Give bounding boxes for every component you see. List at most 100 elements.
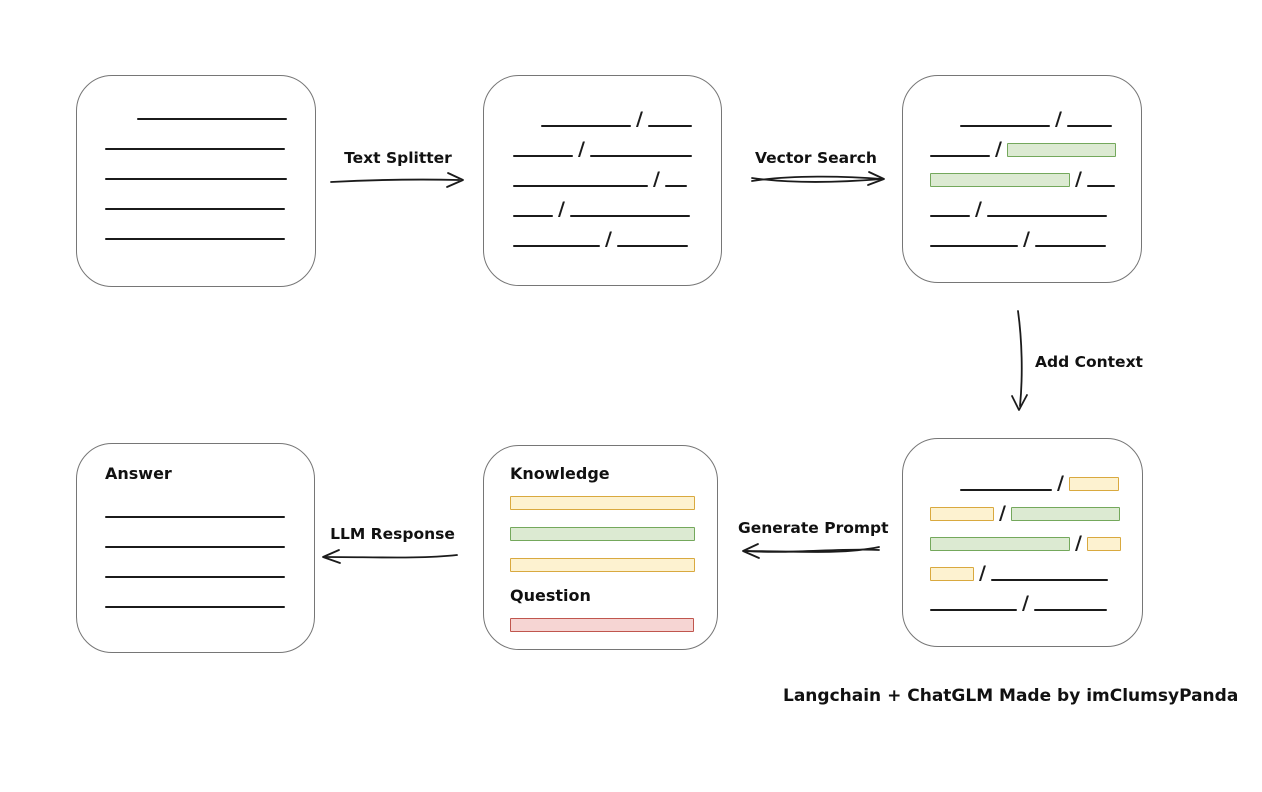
chunk-row <box>510 555 717 572</box>
text-line <box>930 155 990 157</box>
yellow-highlight-bar <box>1068 477 1119 491</box>
generate-prompt-arrow <box>742 543 880 559</box>
chunk-separator: / <box>999 502 1006 524</box>
chunk-separator: / <box>605 228 612 250</box>
text-line <box>569 215 690 217</box>
chunk-row <box>510 615 717 632</box>
text-line <box>541 125 631 127</box>
text-line <box>930 215 970 217</box>
answer-heading: Answer <box>105 464 172 483</box>
chunk-row <box>105 501 314 518</box>
split-text-box: / / / / / <box>483 75 722 286</box>
text-line <box>513 245 600 247</box>
text-line <box>105 546 285 548</box>
chunk-row <box>510 493 717 510</box>
text-line <box>105 238 285 240</box>
knowledge-bars <box>510 493 717 572</box>
text-line <box>960 489 1052 491</box>
chunk-row <box>105 561 314 578</box>
text-line <box>1086 185 1115 187</box>
context-chunk-rows: / / / / / <box>903 439 1142 613</box>
add-context-label: Add Context <box>1035 353 1143 371</box>
chunk-separator: / <box>979 562 986 584</box>
chunk-separator: / <box>975 198 982 220</box>
text-line <box>589 155 692 157</box>
text-line <box>105 208 285 210</box>
chunk-row: / <box>930 138 1141 160</box>
yellow-highlight-bar <box>1086 537 1121 551</box>
text-line <box>664 185 687 187</box>
chunk-row <box>105 591 314 608</box>
caption: Langchain + ChatGLM Made by imClumsyPand… <box>783 686 1239 706</box>
text-line <box>513 185 648 187</box>
vector-search-arrow <box>751 171 885 186</box>
context-chunks-box: / / / / / <box>902 438 1143 647</box>
chunk-separator: / <box>636 108 643 130</box>
chunk-row: / <box>513 168 721 190</box>
green-highlight-bar <box>930 173 1070 187</box>
text-line <box>960 125 1050 127</box>
chunk-separator: / <box>1057 472 1064 494</box>
llm-response-label: LLM Response <box>330 525 455 543</box>
chunk-row: / <box>513 138 721 160</box>
chunk-row: / <box>930 472 1142 494</box>
text-line <box>513 155 573 157</box>
green-highlight-bar <box>930 537 1070 551</box>
chunk-row: / <box>513 228 721 250</box>
chunk-row <box>105 193 315 210</box>
yellow-highlight-bar <box>510 496 695 510</box>
indent-gap <box>930 490 960 491</box>
text-line <box>105 178 287 180</box>
chunk-row: / <box>513 198 721 220</box>
chunk-row: / <box>930 502 1142 524</box>
chunk-separator: / <box>653 168 660 190</box>
text-line <box>105 576 285 578</box>
chunk-row: / <box>930 198 1141 220</box>
text-line <box>105 516 285 518</box>
question-bars <box>510 615 717 632</box>
text-splitter-label: Text Splitter <box>344 149 452 167</box>
chunk-row <box>105 163 315 180</box>
chunk-row <box>105 133 315 150</box>
chunk-row <box>510 524 717 541</box>
chunk-separator: / <box>558 198 565 220</box>
matched-chunks-box: / / / / / <box>902 75 1142 283</box>
vector-search-label: Vector Search <box>755 149 877 167</box>
chunk-separator: / <box>578 138 585 160</box>
indent-gap <box>105 119 137 120</box>
chunk-row: / <box>930 228 1141 250</box>
chunk-separator: / <box>1075 532 1082 554</box>
add-context-arrow <box>1011 310 1028 411</box>
yellow-highlight-bar <box>930 507 994 521</box>
text-line <box>513 215 553 217</box>
text-line <box>616 245 688 247</box>
chunk-row: / <box>930 594 1142 613</box>
text-line <box>1033 609 1107 611</box>
text-line <box>647 125 692 127</box>
chunk-separator: / <box>1023 228 1030 250</box>
generate-prompt-label: Generate Prompt <box>738 519 889 537</box>
text-line <box>986 215 1107 217</box>
text-line <box>105 148 285 150</box>
knowledge-heading: Knowledge <box>510 464 610 483</box>
llm-response-arrow <box>322 549 458 564</box>
chunk-row: / <box>930 562 1142 584</box>
chunk-row: / <box>930 110 1141 129</box>
document-lines <box>77 76 315 240</box>
answer-box: Answer <box>76 443 315 653</box>
chunk-row: / <box>930 168 1141 190</box>
chunk-separator: / <box>1075 168 1082 190</box>
green-highlight-bar <box>1010 507 1120 521</box>
yellow-highlight-bar <box>510 558 695 572</box>
answer-lines <box>105 501 314 608</box>
prompt-box: Knowledge Question <box>483 445 718 650</box>
text-line <box>1066 125 1112 127</box>
text-line <box>930 609 1017 611</box>
source-document-box <box>76 75 316 287</box>
green-highlight-bar <box>1006 143 1116 157</box>
question-heading: Question <box>510 586 591 605</box>
chunk-separator: / <box>995 138 1002 160</box>
chunk-row <box>105 223 315 240</box>
indent-gap <box>930 126 960 127</box>
red-highlight-bar <box>510 618 694 632</box>
